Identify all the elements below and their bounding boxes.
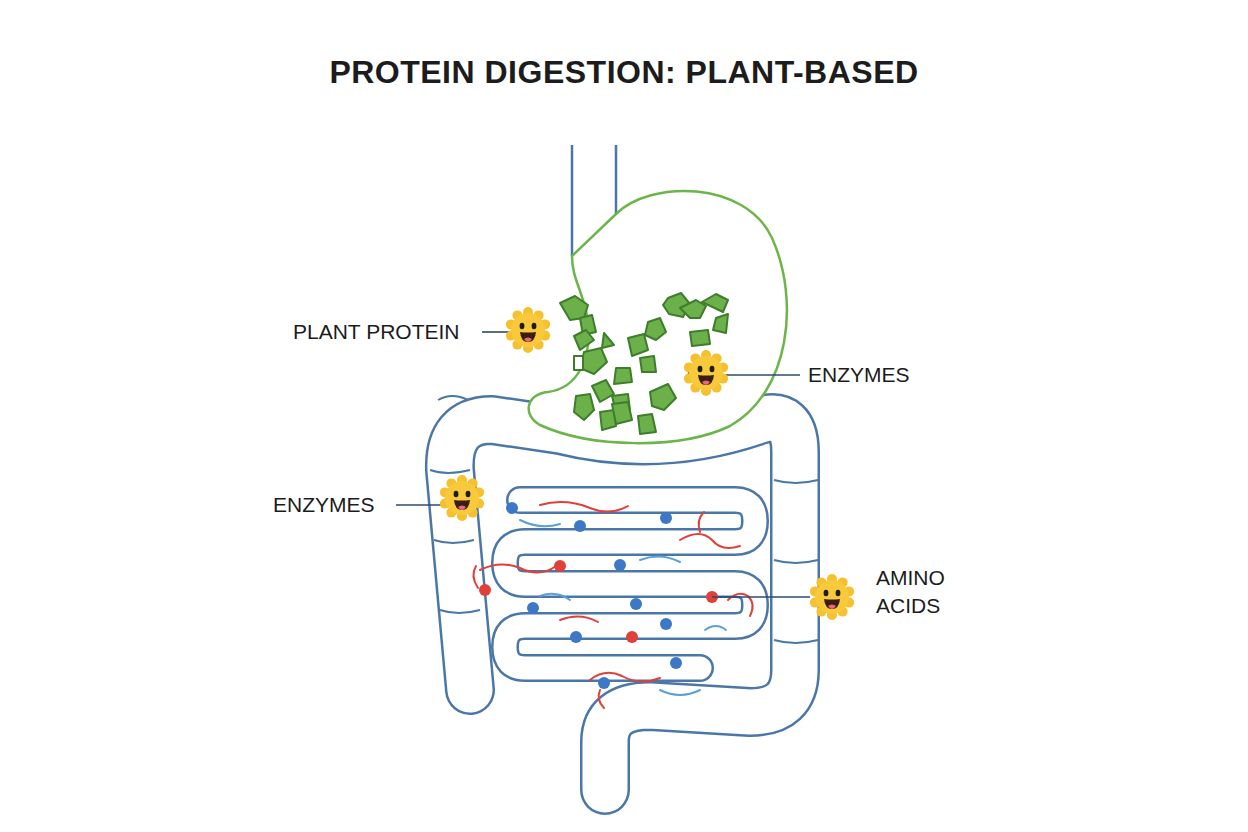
stomach [529, 191, 787, 443]
protein-fragments [560, 293, 728, 434]
enzyme-icon [440, 475, 484, 521]
leader-lines [396, 332, 810, 597]
protein-icon [506, 307, 550, 353]
large-intestine [450, 418, 795, 790]
amino-acid-icon [810, 574, 854, 620]
blood-vessels [473, 502, 752, 708]
amino-acid-dots [479, 502, 718, 689]
part-label: ENZYMES [273, 491, 403, 519]
enzyme-icon [684, 350, 728, 396]
esophagus-wall [571, 145, 574, 256]
part-label: PLANT PROTEIN [293, 318, 483, 346]
small-intestine [505, 500, 755, 668]
part-label: ENZYMES [808, 361, 938, 389]
diagram-title: PROTEIN DIGESTION: PLANT-BASED [0, 54, 1248, 91]
esophagus-wall [615, 145, 618, 214]
small-intestine-inner [505, 500, 755, 668]
large-intestine-inner [450, 418, 795, 790]
part-label: AMINO ACIDS [876, 564, 968, 620]
